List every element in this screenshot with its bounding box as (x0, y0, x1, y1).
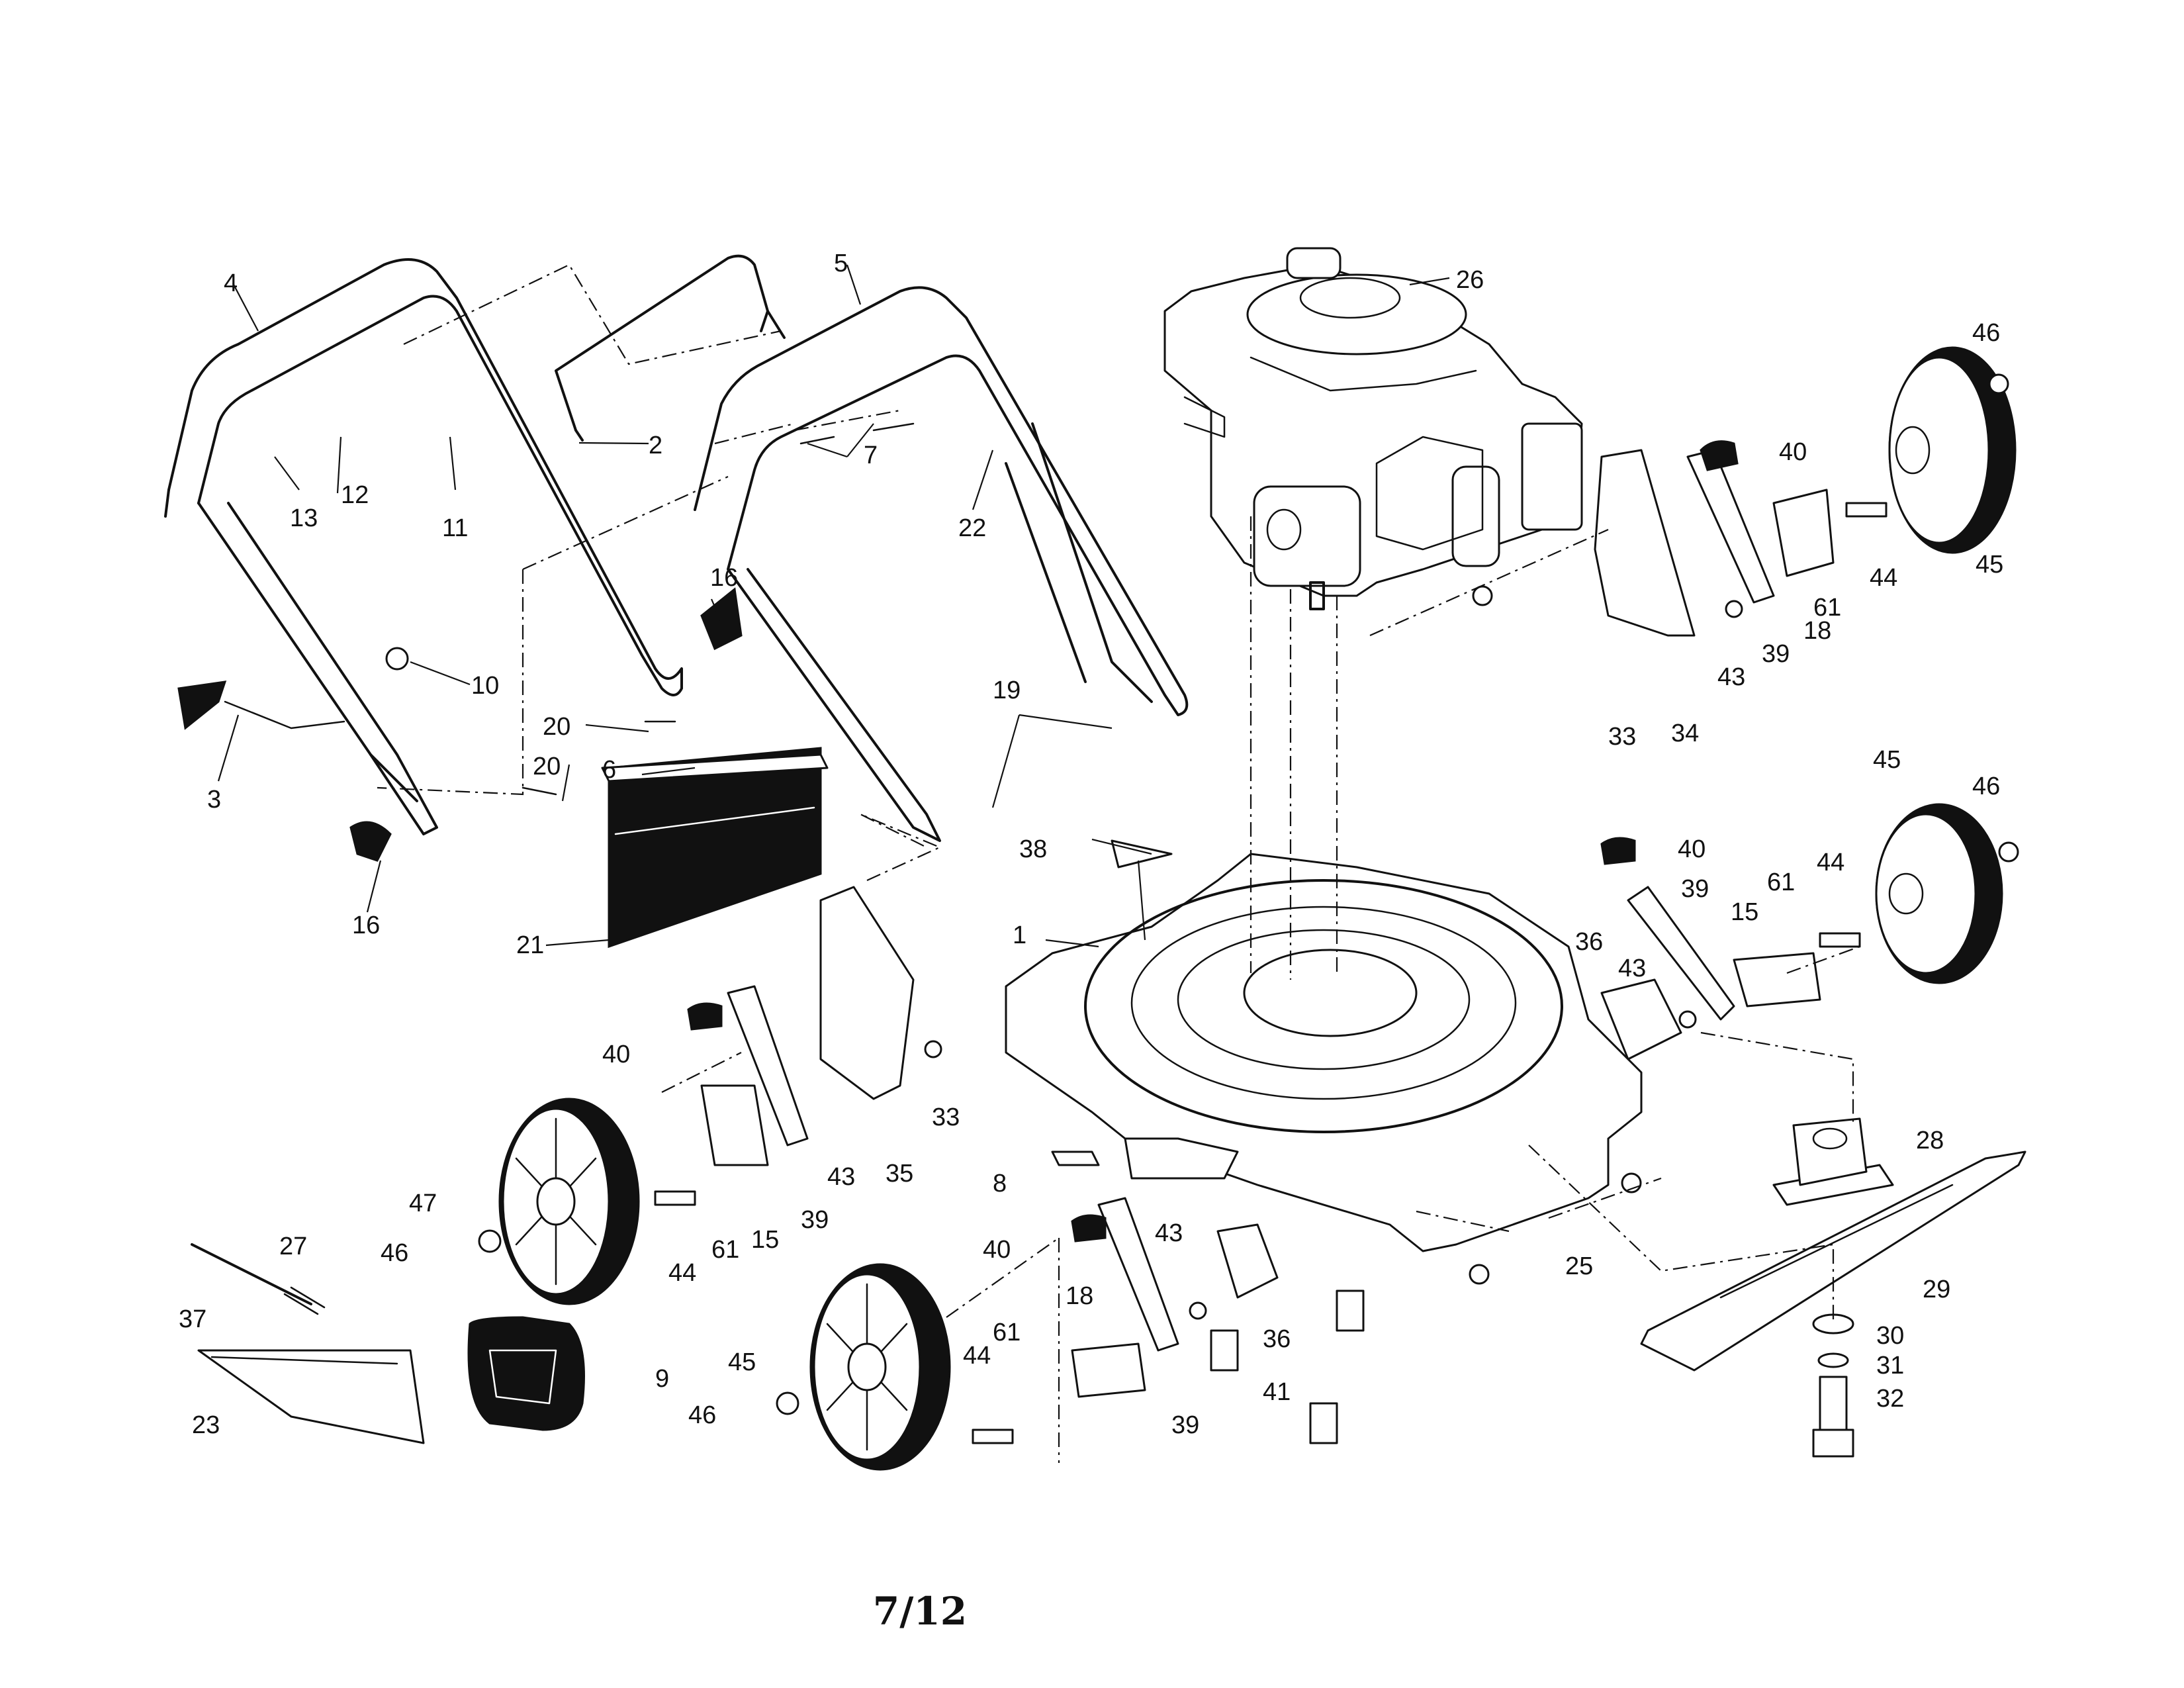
callout-40c: 40 (602, 1041, 630, 1068)
blade-bolt-stack (1812, 1313, 1854, 1458)
callout-15b: 15 (1731, 898, 1758, 926)
callout-22: 22 (958, 514, 986, 542)
engine (1163, 247, 1583, 610)
callout-16b: 16 (352, 912, 380, 939)
callout-5: 5 (834, 250, 848, 277)
callout-2: 2 (649, 432, 662, 459)
callout-labels: 1 2 3 4 5 6 7 8 9 10 11 12 13 15 15 16 1… (179, 250, 2003, 1439)
callout-30: 30 (1876, 1322, 1904, 1350)
callout-36a: 36 (1575, 928, 1603, 956)
callout-21: 21 (516, 931, 544, 959)
leader-lines (217, 264, 1450, 948)
callout-43d: 43 (1155, 1219, 1183, 1247)
height-adjuster-rear-left (700, 886, 915, 1166)
rear-shield (601, 747, 829, 949)
mower-deck (1005, 853, 1643, 1252)
grip-caps (687, 440, 1739, 1243)
callout-43b: 43 (1618, 955, 1646, 982)
callout-46c: 46 (381, 1239, 408, 1267)
height-adjuster-rear-right (1594, 449, 1835, 637)
callout-11: 11 (442, 514, 468, 542)
assembly-lines (377, 263, 1860, 1463)
callout-18b: 18 (1066, 1282, 1093, 1310)
callout-61b: 61 (1767, 868, 1795, 896)
callout-28: 28 (1916, 1127, 1944, 1154)
callout-20a: 20 (543, 713, 570, 741)
callout-39a: 39 (1762, 640, 1790, 668)
callout-39b: 39 (1681, 875, 1709, 903)
handle-knobs (177, 587, 743, 862)
callout-19: 19 (993, 677, 1021, 704)
callout-43c: 43 (827, 1163, 855, 1191)
callout-44c: 44 (668, 1259, 696, 1287)
callout-26: 26 (1456, 266, 1484, 294)
callout-61d: 61 (993, 1319, 1021, 1346)
callout-25: 25 (1565, 1252, 1593, 1280)
callout-46a: 46 (1972, 319, 2000, 347)
page-number: 7/12 (872, 1589, 968, 1634)
callout-31: 31 (1876, 1352, 1904, 1380)
wheel-front-right (1875, 803, 2003, 984)
blade-adapter (1772, 1117, 1894, 1206)
callout-45b: 45 (1873, 746, 1901, 774)
callout-43a: 43 (1717, 663, 1745, 691)
chute-door (467, 1316, 585, 1431)
callout-61c: 61 (711, 1236, 739, 1264)
callout-47: 47 (409, 1190, 437, 1217)
callout-33b: 33 (932, 1103, 960, 1131)
wheel-rear-left (498, 1098, 640, 1305)
callout-23: 23 (192, 1411, 220, 1439)
callout-44a: 44 (1870, 564, 1897, 592)
discharge-chute (197, 1349, 425, 1444)
callout-37: 37 (179, 1305, 206, 1333)
callout-39c: 39 (801, 1206, 829, 1234)
callout-27: 27 (279, 1233, 307, 1260)
callout-15a: 15 (751, 1226, 779, 1254)
callout-20b: 20 (533, 753, 561, 780)
height-adjuster-front-left (1071, 1197, 1279, 1398)
hinge-rod (191, 1243, 326, 1315)
callout-8: 8 (993, 1170, 1007, 1197)
callout-45c: 45 (728, 1348, 756, 1376)
callout-6: 6 (602, 756, 616, 784)
callout-3: 3 (207, 786, 221, 814)
callout-45a: 45 (1976, 551, 2003, 579)
callout-1: 1 (1013, 921, 1026, 949)
callout-39d: 39 (1171, 1411, 1199, 1439)
callout-7: 7 (864, 442, 878, 469)
callout-61a: 61 (1813, 594, 1841, 622)
control-bail (555, 254, 786, 442)
callout-38: 38 (1019, 835, 1047, 863)
callout-35: 35 (886, 1160, 913, 1188)
callout-10: 10 (471, 672, 499, 700)
wheel-rear-right (1888, 346, 2017, 554)
callout-46b: 46 (1972, 773, 2000, 800)
callout-36b: 36 (1263, 1325, 1291, 1353)
lower-handle (164, 258, 683, 835)
callout-16a: 16 (710, 564, 738, 592)
callout-40b: 40 (1678, 835, 1706, 863)
callout-41: 41 (1263, 1378, 1291, 1406)
callout-44b: 44 (1817, 849, 1844, 876)
callout-12: 12 (341, 481, 369, 509)
callout-40a: 40 (1779, 438, 1807, 466)
callout-9: 9 (655, 1365, 669, 1393)
callout-40d: 40 (983, 1236, 1011, 1264)
callout-44d: 44 (963, 1342, 991, 1370)
callout-13: 13 (290, 504, 318, 532)
callout-29: 29 (1923, 1276, 1950, 1303)
callout-46d: 46 (688, 1401, 716, 1429)
wheel-front-left (809, 1263, 951, 1471)
callout-32: 32 (1876, 1385, 1904, 1413)
callout-34: 34 (1671, 720, 1699, 747)
callout-18a: 18 (1803, 617, 1831, 645)
fasteners (385, 373, 2019, 1444)
callout-4: 4 (224, 269, 238, 297)
callout-33a: 33 (1608, 723, 1636, 751)
height-adjuster-front-right (1600, 886, 1821, 1060)
upper-handle (694, 286, 1189, 842)
